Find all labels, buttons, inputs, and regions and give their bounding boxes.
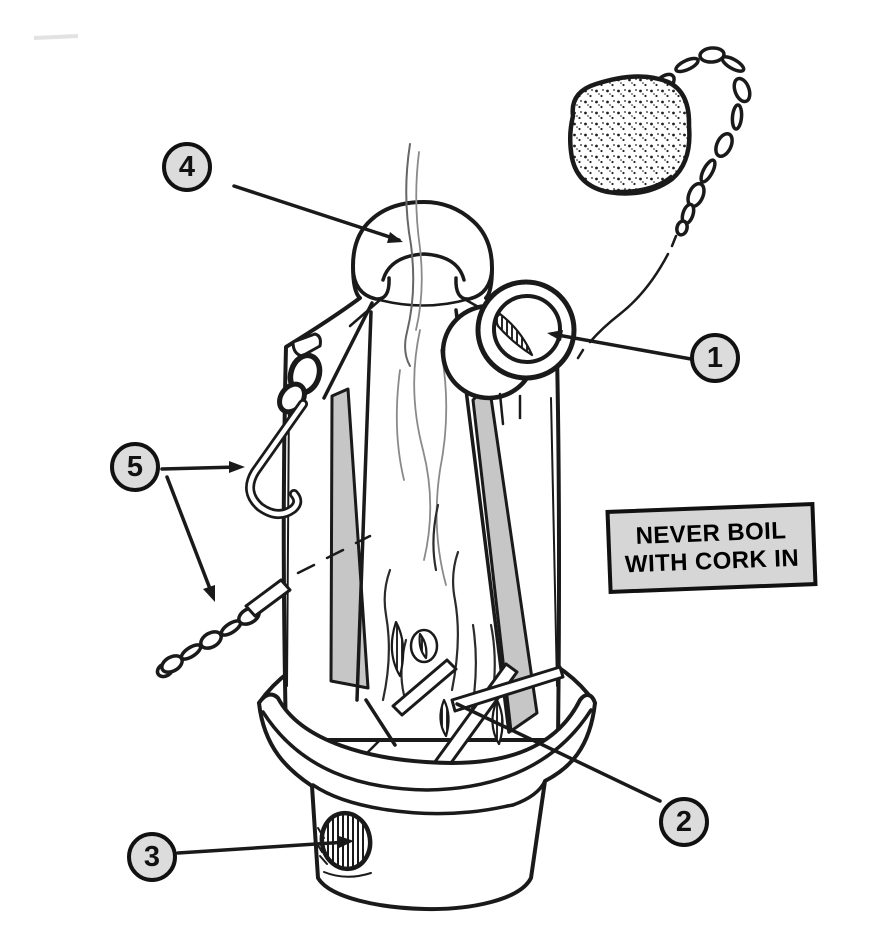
callout-4: 4	[162, 142, 212, 192]
callout-leaders	[160, 184, 693, 855]
kettle-body	[281, 143, 562, 746]
fire-base	[257, 692, 597, 912]
spout-opening	[495, 312, 534, 357]
leader-5	[160, 461, 245, 602]
callout-1: 1	[690, 333, 740, 383]
toggle-pin	[244, 578, 292, 618]
firewood-sticks	[358, 658, 565, 780]
callout-2-number: 2	[675, 805, 693, 838]
leader-1	[547, 330, 693, 361]
cork-chain	[652, 46, 752, 237]
callout-1-number: 1	[706, 341, 724, 374]
callout-5: 5	[110, 442, 160, 492]
leader-4	[232, 184, 403, 243]
cork	[568, 74, 692, 196]
hanging-chain-toggle	[155, 534, 372, 679]
callout-4-number: 4	[178, 150, 196, 183]
callout-3: 3	[127, 832, 177, 882]
carry-handle	[245, 332, 323, 519]
steam	[404, 143, 423, 367]
callout-2: 2	[659, 797, 709, 847]
chimney-smoke	[395, 329, 448, 586]
callout-3-number: 3	[143, 840, 161, 873]
warning-sign: NEVER BOIL WITH CORK IN	[605, 502, 818, 594]
leader-2	[455, 702, 662, 803]
scan-smudge	[33, 34, 79, 40]
warning-sign-line2: WITH CORK IN	[624, 544, 800, 579]
cork-and-chain	[568, 46, 752, 360]
chimney-wall-left	[355, 310, 373, 702]
flames	[381, 503, 504, 746]
leader-3	[176, 836, 354, 855]
callout-5-number: 5	[126, 450, 144, 483]
cork-leader-line	[576, 234, 678, 360]
spout	[440, 279, 577, 426]
